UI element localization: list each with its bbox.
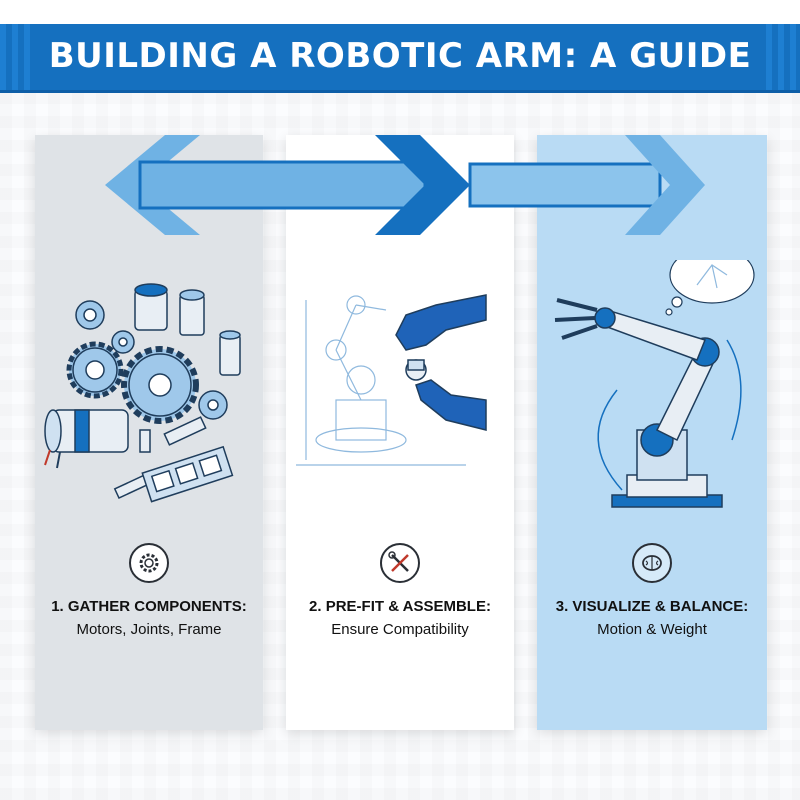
motion-arrows: [597, 339, 742, 491]
step-1-title: 1. GATHER COMPONENTS:: [51, 598, 247, 615]
thought-bubble: [665, 260, 755, 316]
motor-cylinder: [134, 283, 168, 331]
dc-motor: [44, 409, 129, 469]
step-1-subtitle: Motors, Joints, Frame: [76, 621, 222, 638]
gear-large: [121, 346, 199, 424]
blueprint-arm: [296, 295, 466, 466]
robot-arm: [554, 298, 723, 508]
components-illustration: [44, 283, 241, 503]
joint-cylinder: [179, 289, 205, 336]
banner-stripe-right: [766, 24, 800, 90]
frame-plate: [141, 445, 234, 503]
gear-small: [75, 300, 105, 330]
robot-arm-illustration: [554, 260, 755, 508]
banner-stripe-left: [0, 24, 34, 90]
gear-icon: [129, 543, 169, 583]
gear-right: [198, 390, 228, 420]
step-2-title: 2. PRE-FIT & ASSEMBLE:: [309, 598, 491, 615]
gear-tiny: [111, 330, 135, 354]
step-2-subtitle: Ensure Compatibility: [331, 621, 469, 638]
step-3-title: 3. VISUALIZE & BALANCE:: [555, 598, 749, 615]
bracket: [163, 416, 207, 446]
gloved-hands: [395, 294, 487, 431]
tools-icon: [380, 543, 420, 583]
bolt: [139, 429, 151, 453]
page-title: BUILDING A ROBOTIC ARM: A GUIDE: [48, 36, 752, 76]
assembly-illustration: [296, 294, 487, 466]
title-banner: BUILDING A ROBOTIC ARM: A GUIDE: [0, 24, 800, 93]
step-3-subtitle: Motion & Weight: [597, 621, 707, 638]
shaft-cylinder: [219, 330, 241, 376]
brain-icon: [632, 543, 672, 583]
gear-medium: [66, 341, 124, 399]
